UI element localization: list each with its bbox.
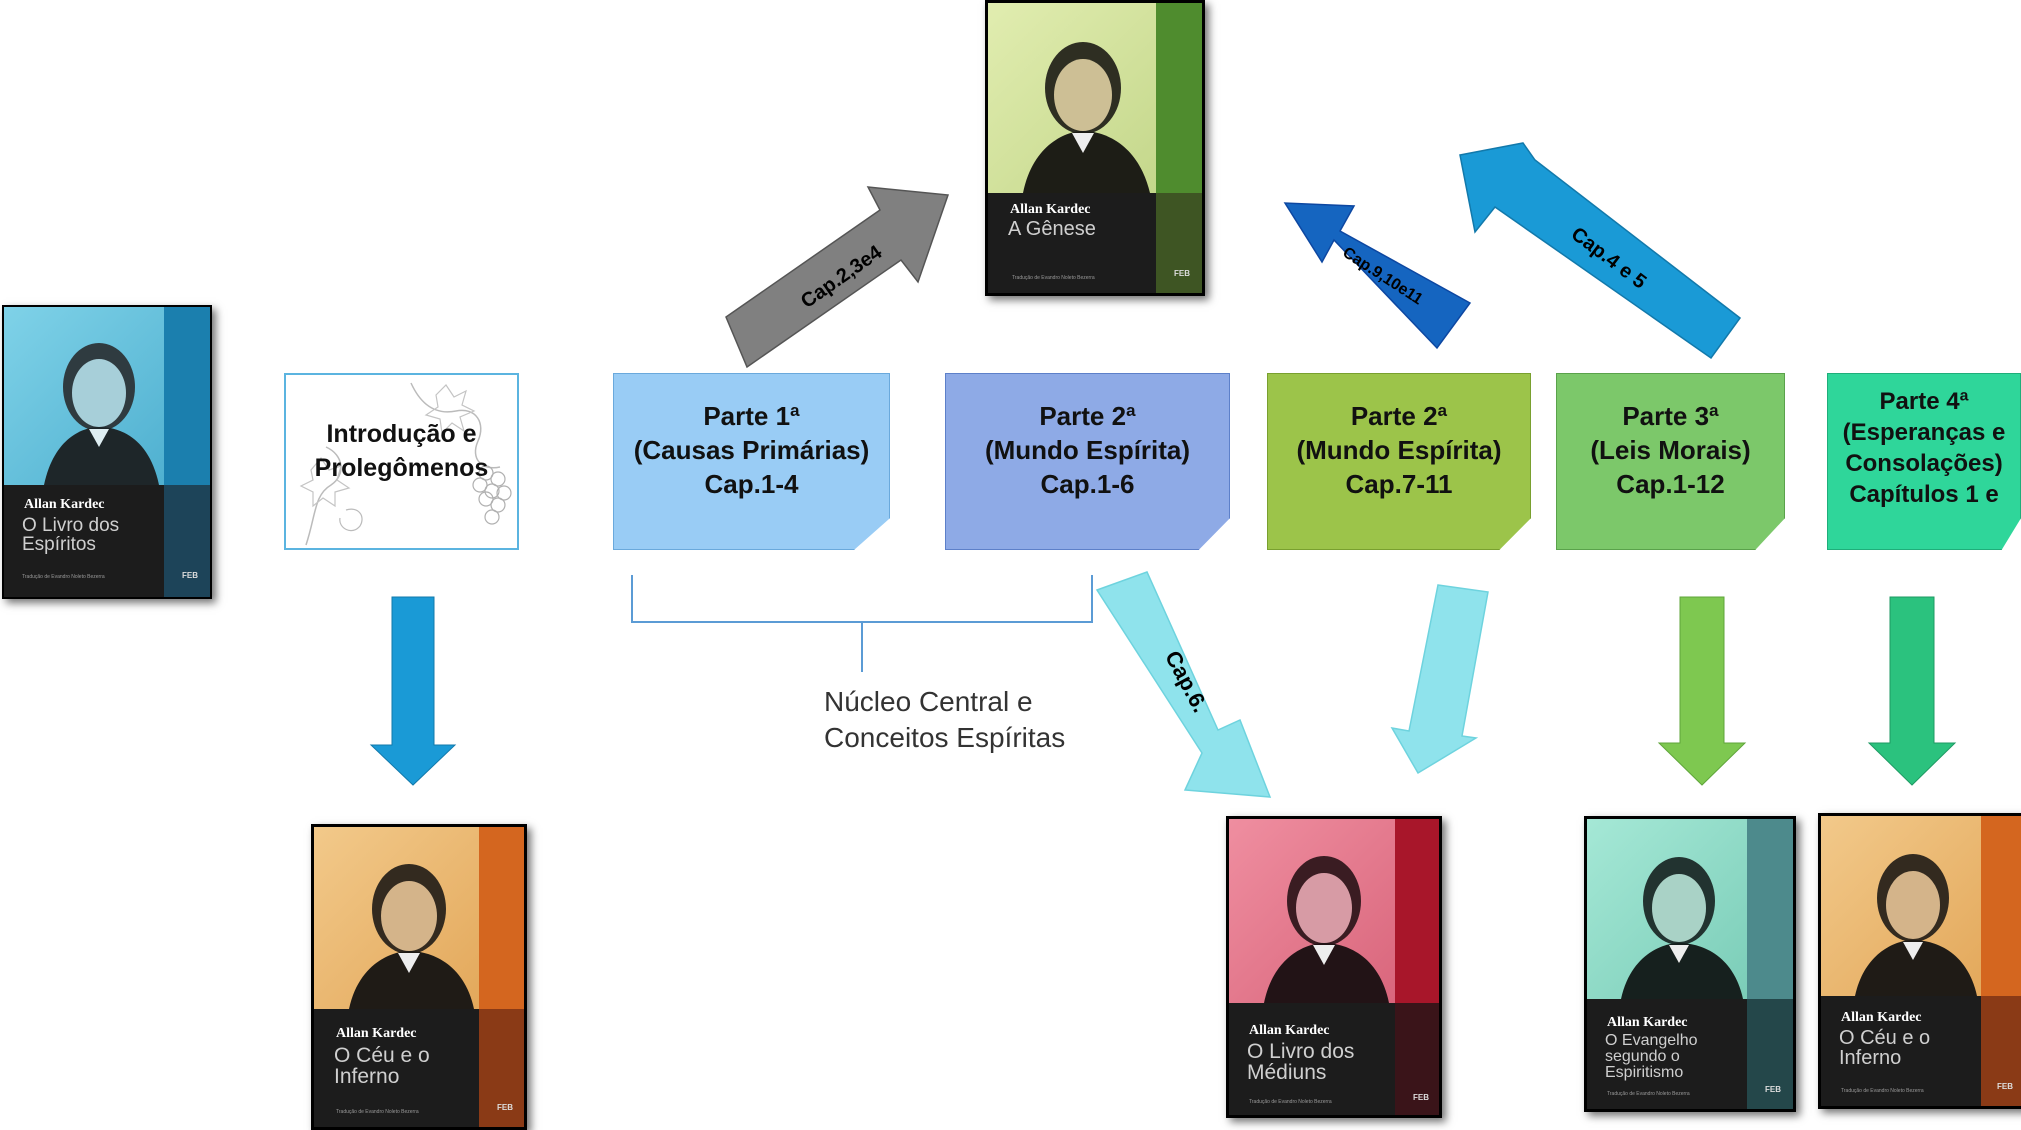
book-translator: Tradução de Evandro Noleto Bezerra	[336, 1109, 419, 1115]
book-title: O Céu e o Inferno	[1839, 1027, 1931, 1069]
arrow-parte2a-to-mediuns	[1095, 571, 1272, 798]
book-evangelho: Allan Kardec O Evangelho segundo o Espir…	[1584, 816, 1796, 1112]
publisher-logo: FEB	[497, 1103, 513, 1112]
cover-color-band	[1981, 816, 2021, 996]
box-parte2a: Parte 2ª (Mundo Espírita) Cap.1-6	[945, 373, 1230, 550]
book-title: O Céu e o Inferno	[334, 1044, 430, 1088]
cover-lower-band	[1747, 999, 1793, 1109]
arrow-parte3-to-genese	[1459, 142, 1742, 360]
book-livro-dos-mediuns: Allan Kardec O Livro dos Médiuns Traduçã…	[1226, 816, 1442, 1118]
publisher-logo: FEB	[1765, 1085, 1781, 1094]
cover-title-area	[4, 485, 164, 597]
publisher-logo: FEB	[182, 571, 198, 580]
portrait-icon	[1264, 856, 1389, 1003]
box-parte3: Parte 3ª (Leis Morais) Cap.1-12	[1556, 373, 1785, 550]
book-a-genese: Allan Kardec A Gênese Tradução de Evandr…	[985, 0, 1205, 296]
cover-title-area	[1587, 999, 1747, 1109]
arrow-parte2b-to-mediuns	[1390, 584, 1489, 775]
book-ceu-e-inferno-right: Allan Kardec O Céu e o Inferno Tradução …	[1818, 813, 2021, 1109]
cover-title-area	[1821, 996, 1981, 1106]
publisher-logo: FEB	[1997, 1082, 2013, 1091]
book-author: Allan Kardec	[1010, 202, 1091, 217]
cover-lower-band	[1395, 1003, 1439, 1115]
cover-color-band	[479, 827, 524, 1009]
arrow-parte3-to-evangelho	[1657, 596, 1747, 786]
cover-title-area	[1229, 1003, 1395, 1115]
box-parte1: Parte 1ª (Causas Primárias) Cap.1-4	[613, 373, 890, 550]
cover-title-area	[314, 1009, 479, 1127]
publisher-logo: FEB	[1413, 1093, 1429, 1102]
publisher-logo: FEB	[1174, 269, 1190, 278]
book-title: O Evangelho segundo o Espiritismo	[1605, 1032, 1698, 1081]
portrait-icon	[1621, 857, 1743, 999]
portrait-icon	[1023, 42, 1150, 193]
cover-lower-band	[1981, 996, 2021, 1106]
book-translator: Tradução de Evandro Noleto Bezerra	[22, 574, 105, 580]
cover-color-band	[1156, 3, 1202, 193]
nucleo-central-label: Núcleo Central e Conceitos Espíritas	[824, 686, 1066, 753]
book-livro-dos-espiritos: Allan Kardec O Livro dos Espíritos Tradu…	[2, 305, 212, 599]
box-parte4: Parte 4ª (Esperanças e Consolações) Capí…	[1827, 373, 2021, 550]
book-author: Allan Kardec	[1841, 1010, 1922, 1025]
book-author: Allan Kardec	[1607, 1015, 1688, 1030]
arrow-parte4-to-ceu	[1867, 596, 1957, 786]
arrow-parte1-to-genese	[725, 186, 950, 369]
arrow-intro-to-ceu	[369, 596, 457, 786]
box-parte3-text: Parte 3ª (Leis Morais) Cap.1-12	[1590, 401, 1751, 499]
box-parte2b: Parte 2ª (Mundo Espírita) Cap.7-11	[1267, 373, 1531, 550]
cover-lower-band	[164, 485, 210, 597]
book-ceu-e-inferno-left: Allan Kardec O Céu e o Inferno Tradução …	[311, 824, 527, 1130]
cover-color-band	[1747, 819, 1793, 999]
book-title: O Livro dos Espíritos	[22, 515, 120, 555]
arrow-parte2b-to-genese	[1283, 202, 1472, 350]
cover-title-area	[988, 193, 1156, 293]
book-translator: Tradução de Evandro Noleto Bezerra	[1607, 1091, 1690, 1097]
cover-lower-band	[1156, 193, 1202, 293]
box-parte1-text: Parte 1ª (Causas Primárias) Cap.1-4	[633, 401, 870, 499]
book-translator: Tradução de Evandro Noleto Bezerra	[1012, 275, 1095, 281]
nucleo-brace	[631, 575, 1093, 623]
box-introducao-text: Introdução e Prolegômenos	[314, 420, 489, 482]
cover-color-band	[164, 307, 210, 485]
portrait-icon	[1855, 854, 1977, 996]
portrait-icon	[349, 864, 474, 1009]
box-parte4-text: Parte 4ª (Esperanças e Consolações) Capí…	[1842, 388, 2006, 508]
book-translator: Tradução de Evandro Noleto Bezerra	[1841, 1088, 1924, 1094]
book-title: O Livro dos Médiuns	[1247, 1040, 1355, 1084]
box-parte2b-text: Parte 2ª (Mundo Espírita) Cap.7-11	[1296, 401, 1502, 499]
book-author: Allan Kardec	[1249, 1023, 1330, 1038]
book-author: Allan Kardec	[336, 1026, 417, 1041]
grapevine-icon	[299, 382, 512, 546]
book-title: A Gênese	[1008, 218, 1096, 240]
cover-lower-band	[479, 1009, 524, 1127]
box-introducao: Introdução e Prolegômenos	[284, 373, 519, 550]
portrait-icon	[44, 343, 159, 485]
cover-color-band	[1395, 819, 1439, 1003]
box-parte2a-text: Parte 2ª (Mundo Espírita) Cap.1-6	[984, 401, 1191, 499]
book-author: Allan Kardec	[24, 497, 105, 512]
book-translator: Tradução de Evandro Noleto Bezerra	[1249, 1099, 1332, 1105]
